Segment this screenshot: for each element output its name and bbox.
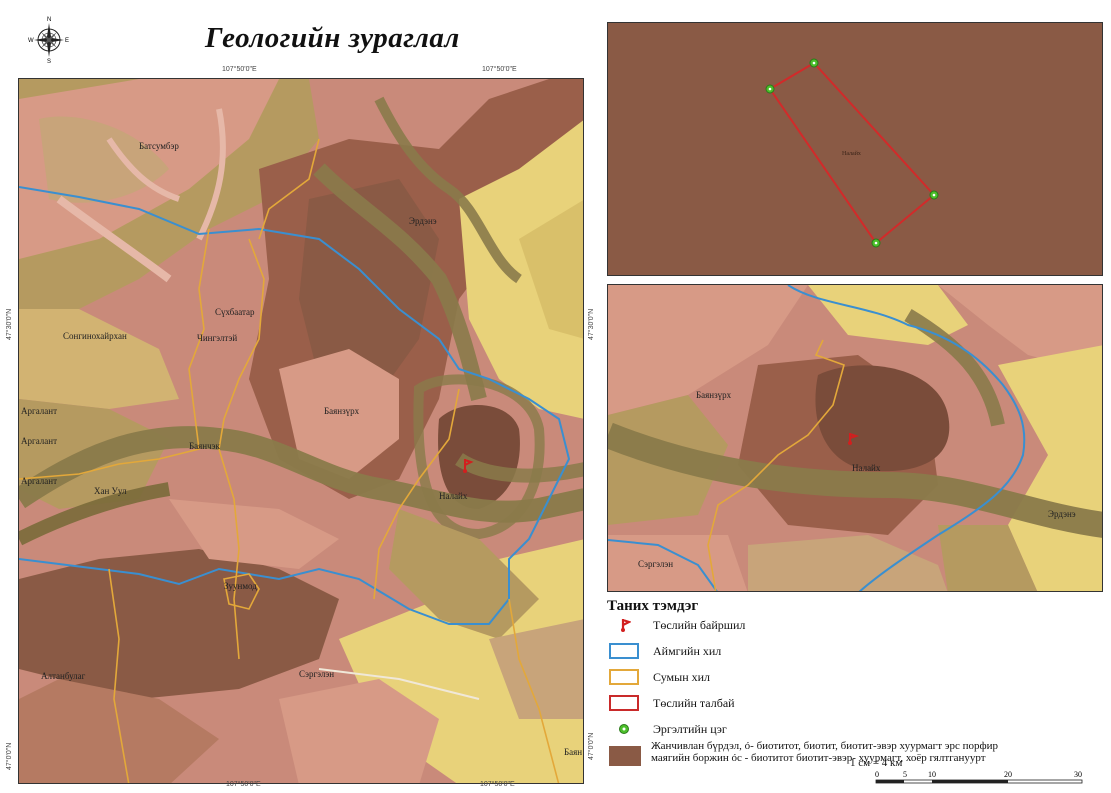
zoom-inset[interactable]: Баянзүрх Налайх Эрдэнэ Сэргэлэн <box>607 284 1103 592</box>
scale-label-20: 20 <box>1004 770 1012 779</box>
zoom-label-bayanzurkh: Баянзүрх <box>696 390 732 400</box>
legend-item-turn-point: Эргэлтийн цэг <box>607 720 727 738</box>
label-argalant-1: Аргалант <box>21 406 57 416</box>
zoom-label-sergelen: Сэргэлэн <box>638 559 673 569</box>
legend-province-swatch <box>609 643 639 659</box>
main-map-frame[interactable]: Батсумбэр Эрдэнэ Сүхбаатар Сонгинохайрха… <box>18 78 584 784</box>
legend-geology-swatch <box>609 746 641 766</box>
project-area-inset[interactable]: Налайх <box>607 22 1103 276</box>
label-batsumber: Батсумбэр <box>139 141 179 151</box>
legend-soum-swatch <box>609 669 639 685</box>
label-bayanzurkh: Баянзүрх <box>324 406 360 416</box>
zoom-label-nalaikh: Налайх <box>852 463 881 473</box>
turn-point-icon <box>765 58 939 248</box>
tick-left-1: 47°30'0"N <box>6 308 13 340</box>
label-songinokhairkhan: Сонгинохайрхан <box>63 331 127 341</box>
label-khan-uul: Хан Уул <box>94 486 127 496</box>
project-area-label: Налайх <box>842 150 861 157</box>
legend-label: Эргэлтийн цэг <box>653 721 727 736</box>
compass-n: N <box>47 17 51 23</box>
legend-label: Төслийн байршил <box>653 617 746 632</box>
label-sukhbaatar: Сүхбаатар <box>215 307 255 317</box>
tick-top-2: 107°50'0"E <box>482 66 517 73</box>
scale-ratio: 1 см = 4 км <box>850 757 903 769</box>
legend-label: Сумын хил <box>653 669 711 684</box>
zoom-geology-map: Баянзүрх Налайх Эрдэнэ Сэргэлэн <box>608 285 1102 591</box>
scale-label-0: 0 <box>875 770 879 779</box>
project-pin-icon <box>463 459 474 473</box>
label-argalant-3: Аргалант <box>21 476 57 486</box>
label-erdene: Эрдэнэ <box>409 216 437 226</box>
label-zuunmod: Зуунмод <box>224 581 257 591</box>
label-argalant-2: Аргалант <box>21 436 57 446</box>
tick-bottom-2: 107°50'0"E <box>480 781 515 788</box>
label-sergelen: Сэргэлэн <box>299 669 334 679</box>
north-arrow-icon: N S W E <box>28 14 70 65</box>
legend-pin-icon <box>607 616 641 634</box>
tick-top-1: 107°50'0"E <box>222 66 257 73</box>
main-geology-map: Батсумбэр Эрдэнэ Сүхбаатар Сонгинохайрха… <box>19 79 583 783</box>
scale-label-10: 10 <box>928 770 936 779</box>
label-altanbulag: Алтанбулаг <box>41 671 86 681</box>
legend-turn-point-icon <box>607 720 641 738</box>
scale-bar: 0 5 10 20 30 <box>872 770 1102 793</box>
scale-label-5: 5 <box>903 770 907 779</box>
tick-right-1: 47°30'0"N <box>588 308 595 340</box>
legend-label: Аймгийн хил <box>653 643 722 658</box>
legend-item-province-border: Аймгийн хил <box>607 642 721 660</box>
compass-w: W <box>28 38 34 44</box>
map-title: Геологийн зураглал <box>205 22 460 54</box>
label-chingeltei: Чингэлтэй <box>197 333 237 343</box>
label-bayan: Баян <box>564 747 582 757</box>
tick-bottom-1: 107°50'0"E <box>226 781 261 788</box>
map-legend: Таних тэмдэг Төслийн байршил Аймгийн хил… <box>607 598 1107 788</box>
tick-left-2: 47°0'0"N <box>6 742 13 770</box>
zoom-label-erdene: Эрдэнэ <box>1048 509 1076 519</box>
project-pin-icon <box>848 433 860 445</box>
legend-item-project-location: Төслийн байршил <box>607 616 745 634</box>
legend-project-area-swatch <box>609 695 639 711</box>
legend-label: Төслийн талбай <box>653 695 735 710</box>
label-bayanchuk: Баянчэк <box>189 441 221 451</box>
project-area-map: Налайх <box>608 23 1102 275</box>
compass-s: S <box>47 59 51 64</box>
compass-e: E <box>65 38 69 44</box>
tick-right-2: 47°0'0"N <box>588 732 595 760</box>
legend-item-project-area: Төслийн талбай <box>607 694 735 712</box>
legend-item-soum-border: Сумын хил <box>607 668 710 686</box>
legend-title: Таних тэмдэг <box>607 598 699 614</box>
label-nalaikh: Налайх <box>439 491 468 501</box>
legend-geology-description: Жанчивлан бүрдэл, ó- биотитот, биотит, б… <box>651 740 999 764</box>
scale-label-30: 30 <box>1074 770 1082 779</box>
